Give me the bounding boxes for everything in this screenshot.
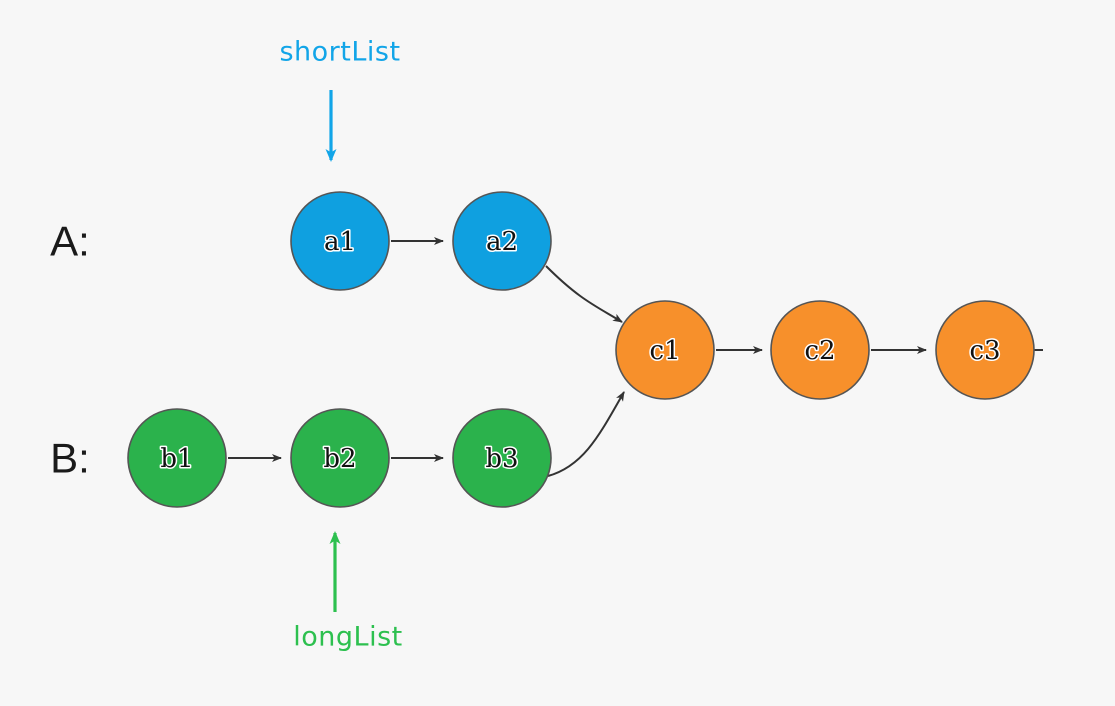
node-a2[interactable]: a2 bbox=[452, 191, 552, 291]
node-a1[interactable]: a1 bbox=[290, 191, 390, 291]
node-c1-circle[interactable] bbox=[615, 300, 715, 400]
node-b1[interactable]: b1 bbox=[127, 408, 227, 508]
node-c2-label: c2 bbox=[804, 336, 835, 366]
edge-b3-c1 bbox=[547, 391, 625, 477]
node-b1-label: b1 bbox=[160, 444, 193, 474]
node-b1-circle[interactable] bbox=[127, 408, 227, 508]
node-b2-label: b2 bbox=[323, 444, 356, 474]
node-c2-circle[interactable] bbox=[770, 300, 870, 400]
node-c3[interactable]: c3 bbox=[935, 300, 1035, 400]
row-labels: A: B: bbox=[50, 218, 90, 482]
annotation-shortlist: shortList bbox=[279, 37, 400, 162]
node-b3-label: b3 bbox=[485, 444, 518, 474]
shortlist-annotation-label: shortList bbox=[279, 37, 400, 68]
node-c3-label: c3 bbox=[969, 336, 1000, 366]
row-label-b: B: bbox=[50, 435, 90, 482]
node-b2-circle[interactable] bbox=[290, 408, 390, 508]
node-c1[interactable]: c1 bbox=[615, 300, 715, 400]
node-a1-label: a1 bbox=[324, 227, 356, 257]
node-a1-circle[interactable] bbox=[290, 191, 390, 291]
node-a2-circle[interactable] bbox=[452, 191, 552, 291]
row-label-a: A: bbox=[50, 218, 90, 265]
node-c1-label: c1 bbox=[649, 336, 680, 366]
edge-a2-c1 bbox=[545, 265, 623, 323]
node-b3-circle[interactable] bbox=[452, 408, 552, 508]
edges-layer bbox=[228, 237, 1043, 477]
node-c2[interactable]: c2 bbox=[770, 300, 870, 400]
annotation-longlist: longList bbox=[293, 531, 402, 653]
longlist-annotation-label: longList bbox=[293, 622, 402, 653]
node-b3[interactable]: b3 bbox=[452, 408, 552, 508]
node-c3-circle[interactable] bbox=[935, 300, 1035, 400]
node-a2-label: a2 bbox=[486, 227, 518, 257]
nodes-layer: a1 a2 b1 b2 b3 c1 bbox=[127, 191, 1035, 508]
node-b2[interactable]: b2 bbox=[290, 408, 390, 508]
